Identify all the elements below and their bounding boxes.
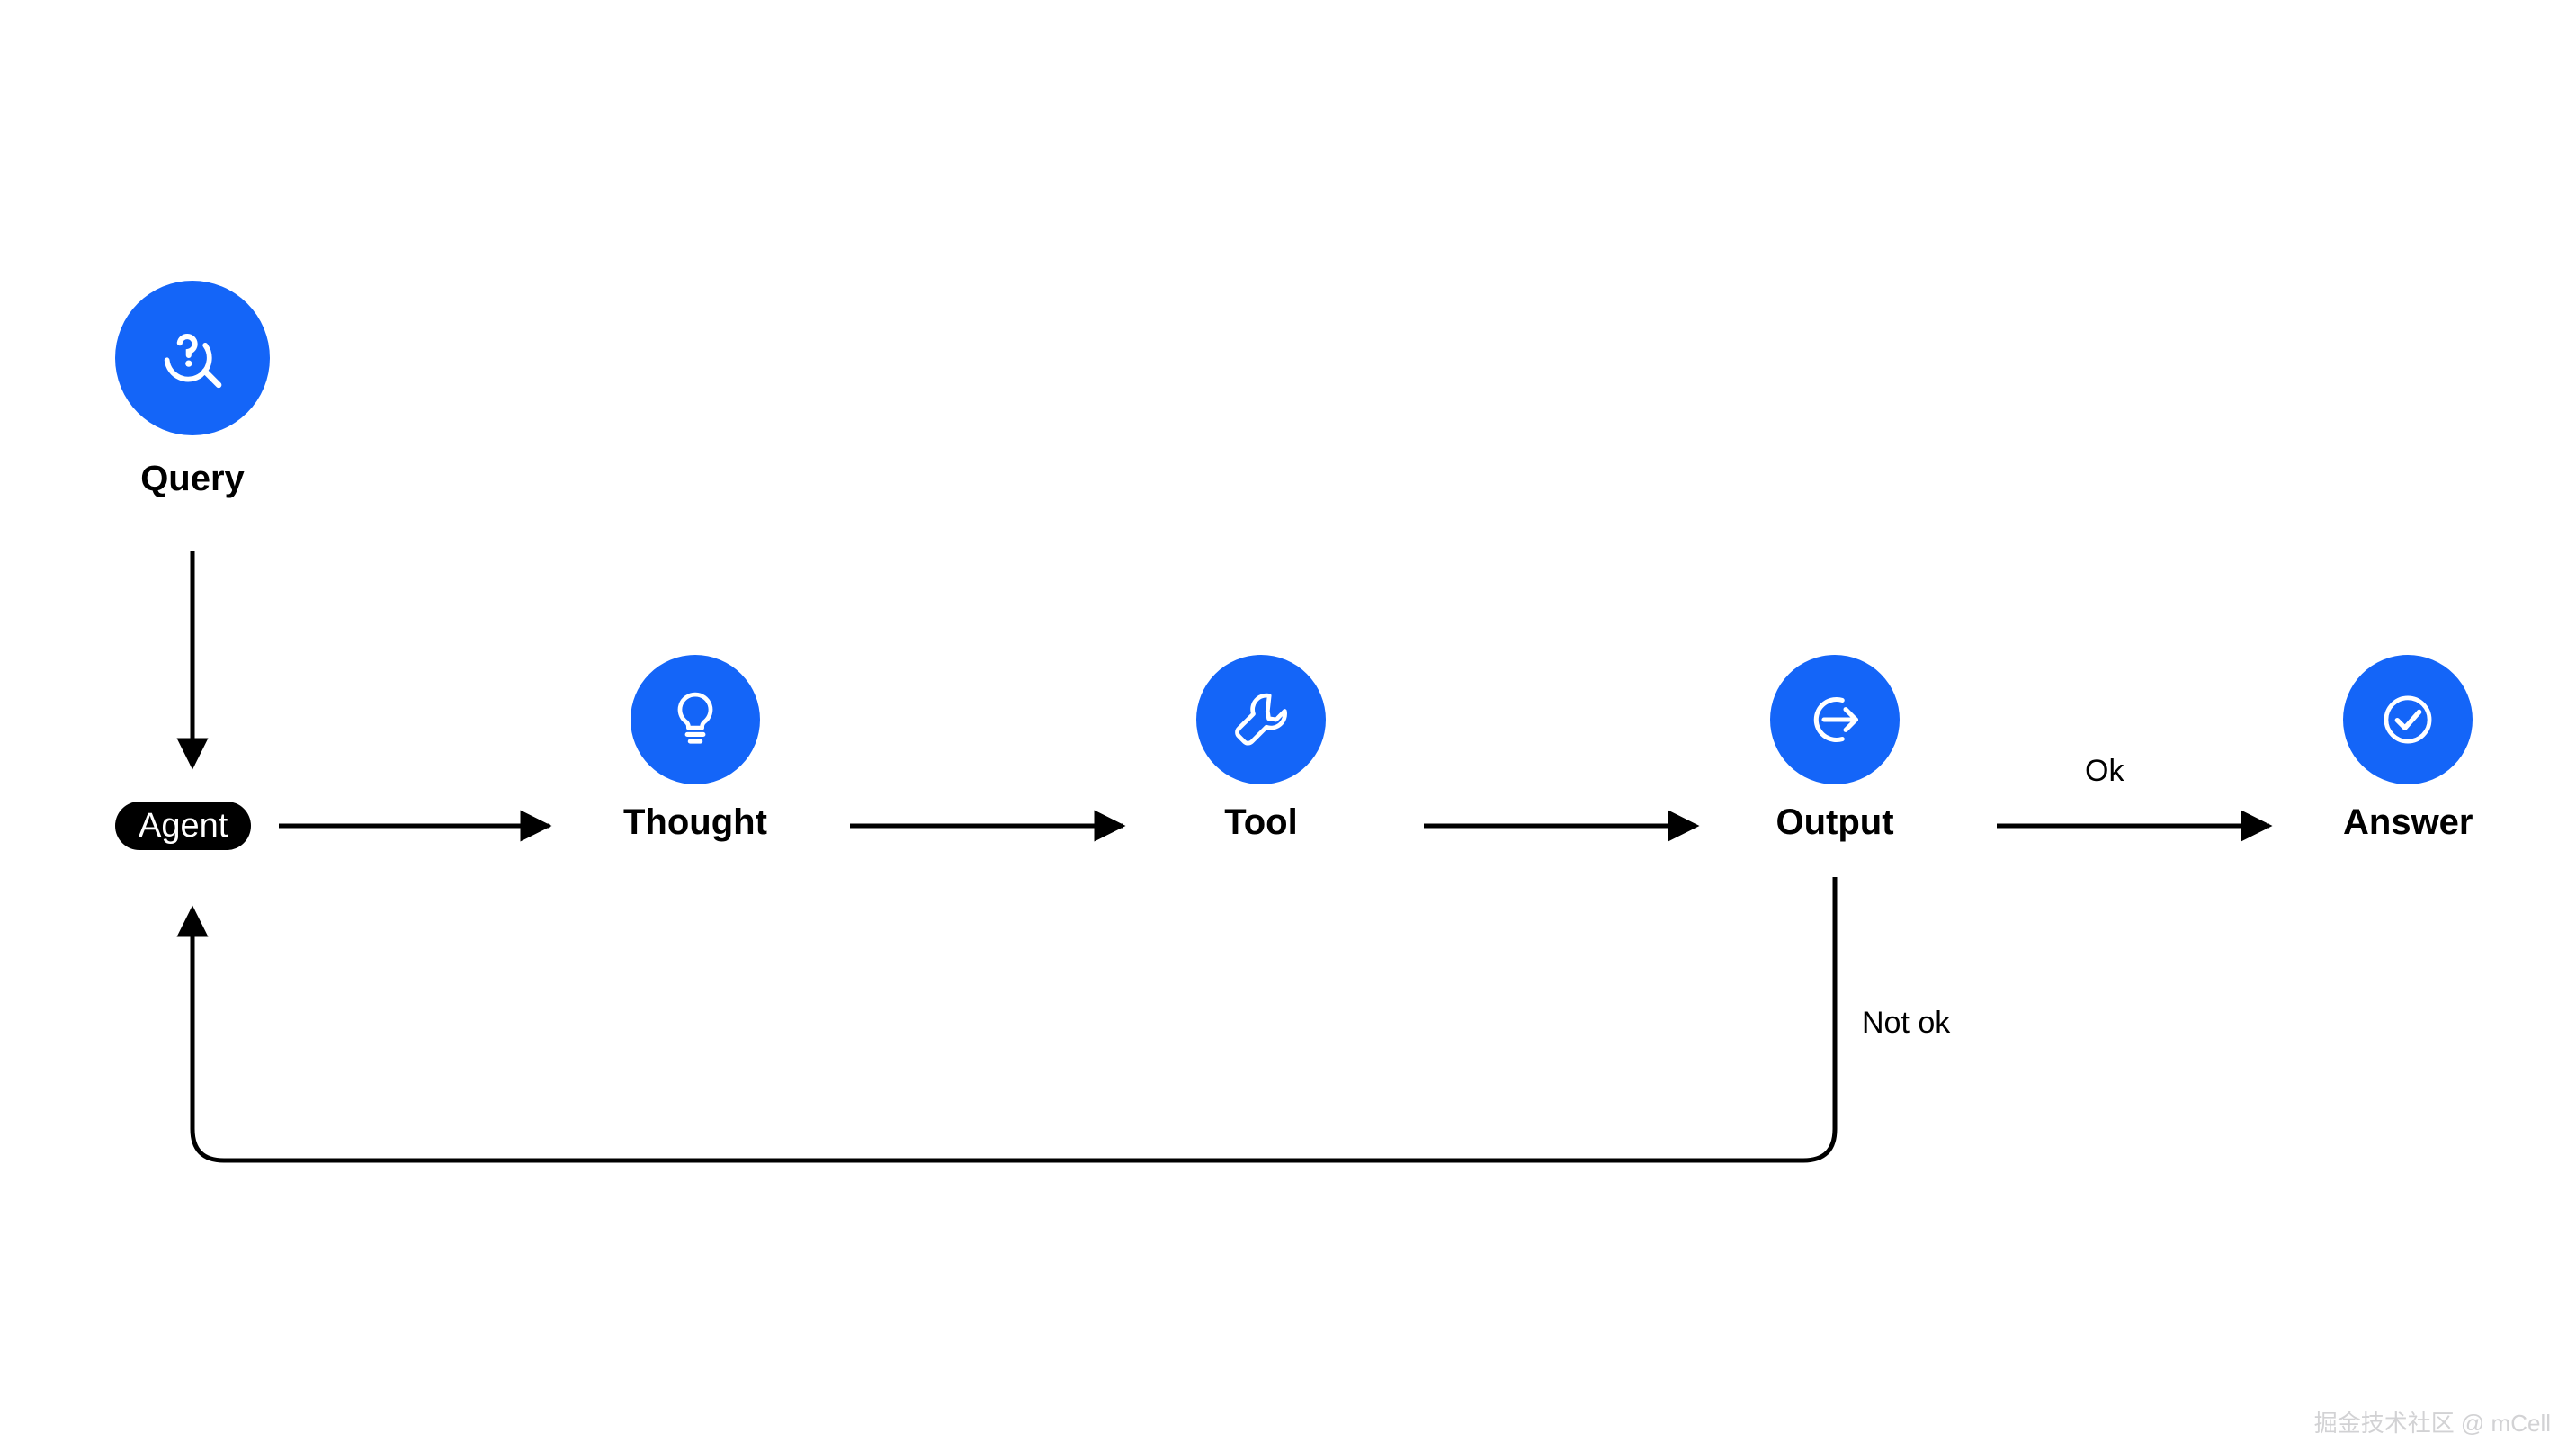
node-answer-label: Answer <box>2343 802 2473 842</box>
question-magnifier-icon <box>164 333 222 389</box>
query-icon-badge <box>115 281 270 435</box>
edge-label-ok: Ok <box>2085 754 2124 788</box>
answer-icon-badge <box>2343 655 2473 784</box>
output-icon-badge <box>1770 655 1900 784</box>
node-output-label: Output <box>1775 802 1894 842</box>
node-tool[interactable]: Tool <box>1196 655 1326 840</box>
node-thought[interactable]: Thought <box>623 655 767 840</box>
node-tool-label: Tool <box>1224 802 1298 842</box>
exit-arrow-icon <box>1813 697 1858 742</box>
wrench-icon <box>1235 693 1287 746</box>
node-agent[interactable]: Agent <box>115 802 252 850</box>
node-thought-label: Thought <box>623 802 767 842</box>
watermark: 掘金技术社区 @ mCell <box>2313 1410 2551 1437</box>
edge-output-to-agent-loop <box>176 877 1838 1163</box>
node-output[interactable]: Output <box>1770 655 1900 840</box>
thought-icon-badge <box>630 655 760 784</box>
node-agent-label: Agent <box>139 807 228 845</box>
tool-icon-badge <box>1196 655 1326 784</box>
edge-label-not-ok: Not ok <box>1862 1006 1951 1040</box>
node-query-label: Query <box>140 459 245 498</box>
node-answer[interactable]: Answer <box>2343 655 2473 840</box>
check-circle-icon <box>2384 695 2432 744</box>
lightbulb-icon <box>677 692 713 744</box>
node-query[interactable]: Query <box>115 281 270 497</box>
